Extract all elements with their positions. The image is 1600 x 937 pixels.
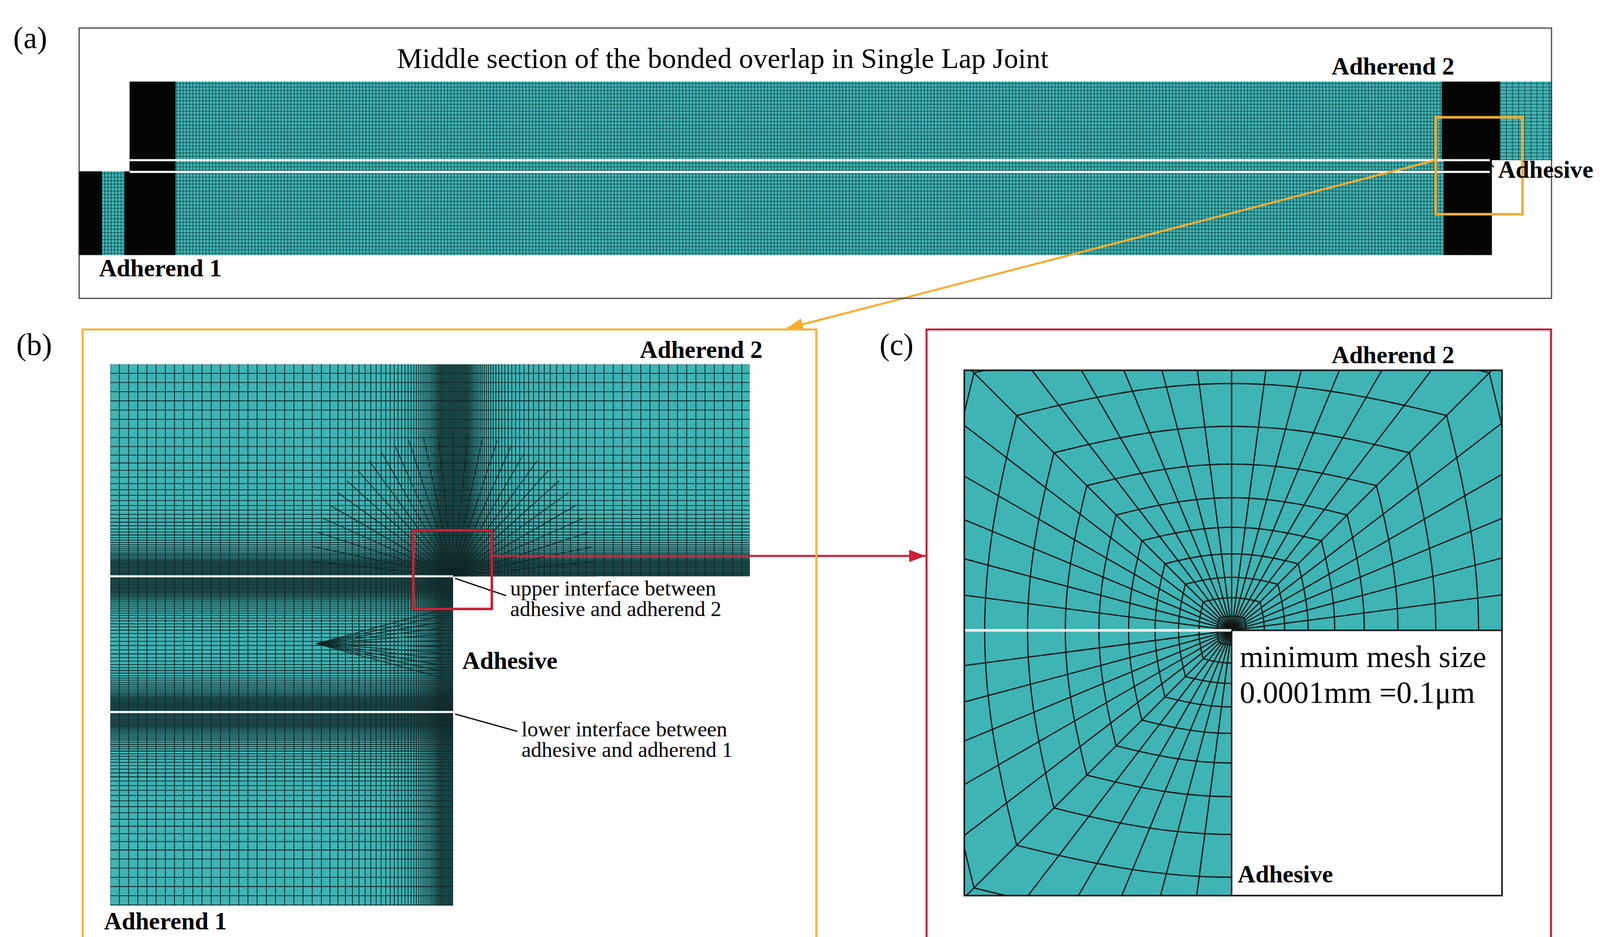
annotation: minimum mesh size 0.0001mm =0.1μm [1239, 639, 1515, 711]
panel-letter: (b) [16, 329, 53, 361]
part-name: Adherend 2 [1331, 342, 1455, 368]
part-name: Adherend 2 [639, 337, 763, 363]
part-name: Adherend 2 [1331, 53, 1455, 79]
annotation: upper interface between adhesive and adh… [510, 579, 745, 620]
zoom-boxes [413, 117, 1523, 610]
panel: (a)Middle section of the bonded overlap … [78, 27, 1552, 299]
part-name: Adhesive [1497, 157, 1593, 182]
refined-mesh [964, 370, 1502, 896]
zoom-arrow [786, 298, 901, 329]
interface-lines [110, 576, 454, 712]
leader-lines [454, 163, 1494, 732]
zoom-panel: (c) [925, 328, 1552, 937]
zoom-arrow [817, 555, 926, 558]
panel-title: Middle section of the bonded overlap in … [396, 44, 1049, 74]
zoom-panel: (b) [81, 328, 818, 937]
part-name: Adhesive [462, 649, 558, 674]
part-name: Adherend 1 [103, 909, 227, 934]
refined-mesh-frame [964, 370, 1502, 896]
part-name: Adherend 1 [99, 255, 222, 281]
annotation: lower interface between adhesive and adh… [521, 720, 756, 761]
part-name: Adhesive [1237, 862, 1333, 887]
overlap-mesh [78, 81, 1552, 256]
corner-mesh [110, 364, 751, 907]
panel-letter: (c) [879, 329, 914, 361]
panel-letter: (a) [13, 22, 48, 53]
